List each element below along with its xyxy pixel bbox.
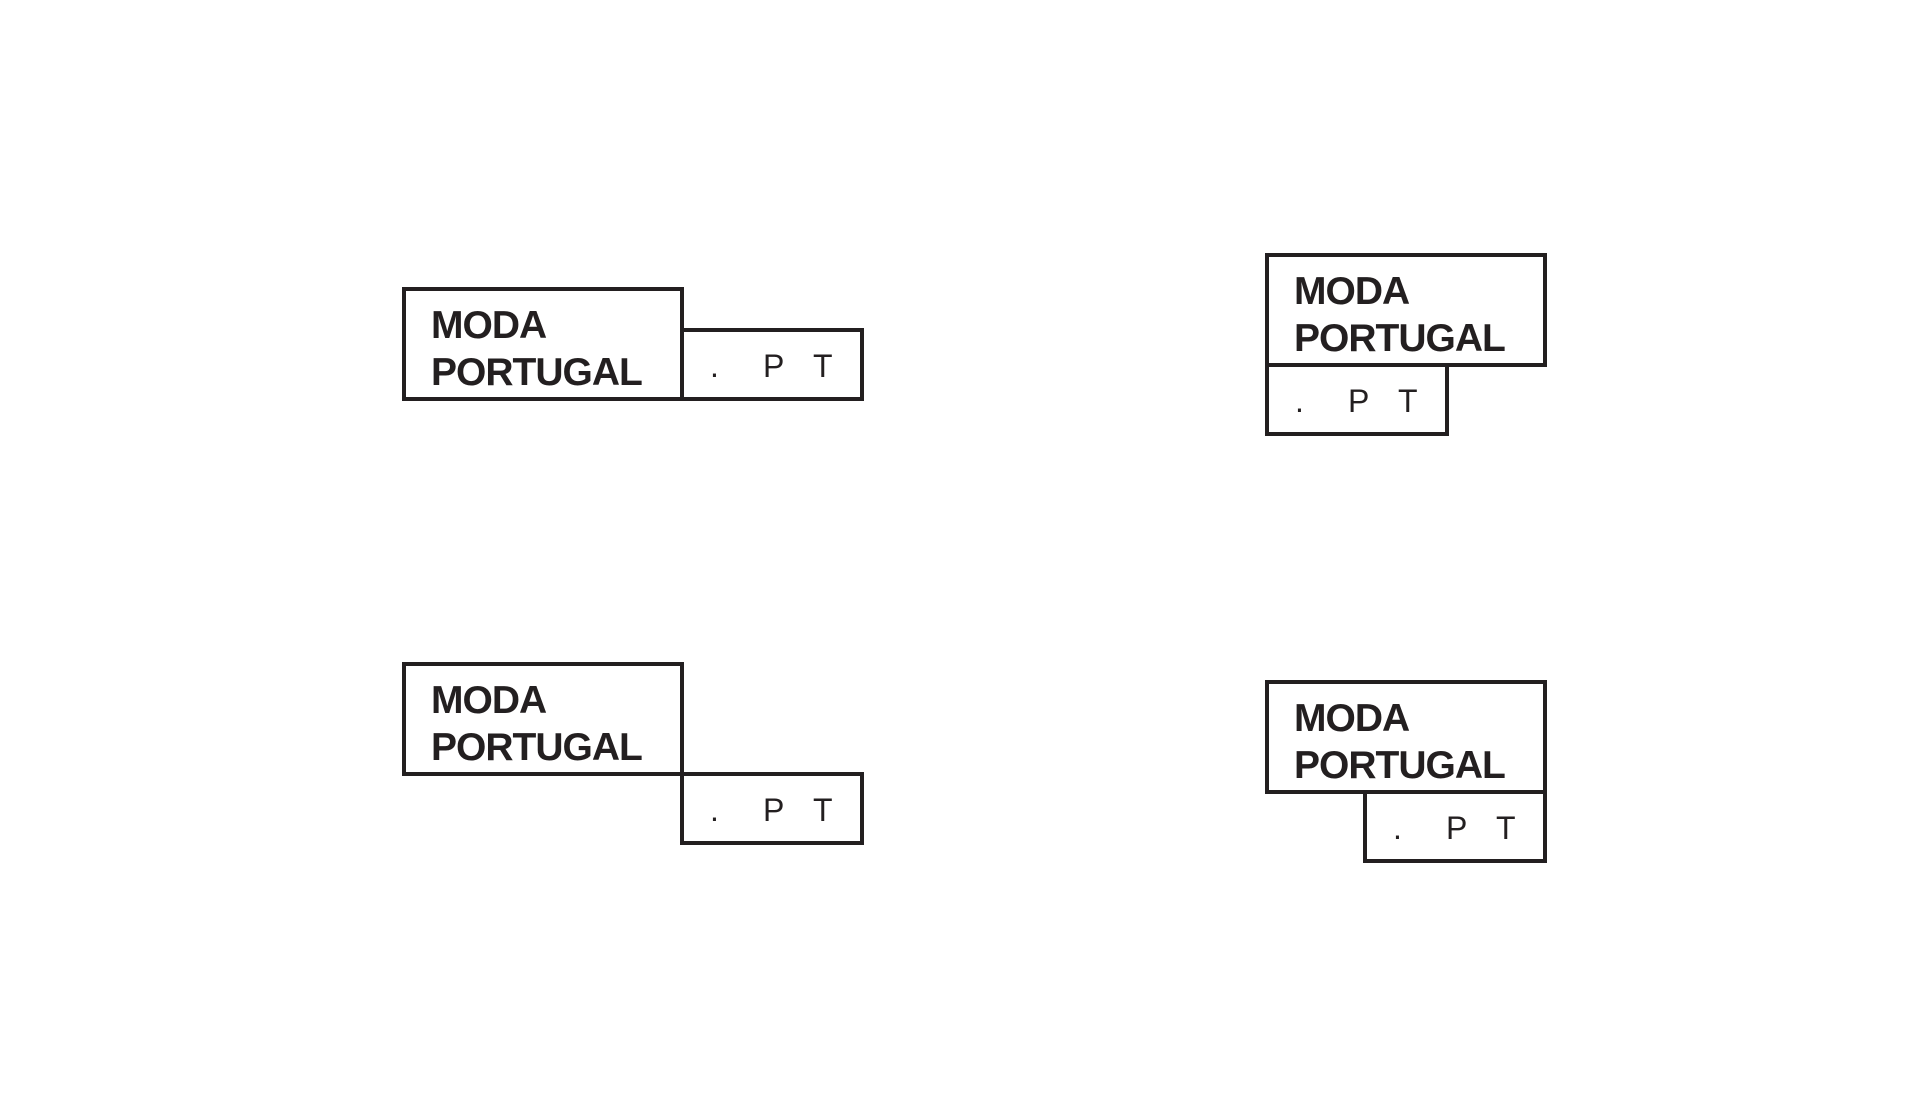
domain-letter-p: P [763, 348, 785, 384]
brand-word-moda: MODA [1294, 270, 1410, 313]
brand-word-portugal: PORTUGAL [1294, 317, 1506, 360]
domain-box: . P T [1265, 363, 1449, 436]
domain-letter-p: P [763, 792, 785, 828]
domain-letter-t: T [813, 348, 833, 384]
brand-word-portugal: PORTUGAL [431, 726, 643, 769]
brand-word-portugal: PORTUGAL [1294, 744, 1506, 787]
domain-letter-p: P [1348, 383, 1370, 419]
domain-letter-t: T [1398, 383, 1418, 419]
domain-dot: . [710, 348, 719, 384]
brand-word-moda: MODA [431, 679, 547, 722]
logo-variant-diagonal: MODA PORTUGAL . P T [402, 662, 868, 848]
domain-letter-p: P [1446, 810, 1468, 846]
logo-variant-right-inline: MODA PORTUGAL . P T [402, 287, 868, 403]
brand-box: MODA PORTUGAL [402, 287, 684, 401]
domain-box: . P T [680, 328, 864, 401]
domain-dot: . [1295, 383, 1304, 419]
brand-box: MODA PORTUGAL [1265, 253, 1547, 367]
brand-word-portugal: PORTUGAL [431, 351, 643, 394]
domain-box: . P T [1363, 790, 1547, 863]
brand-box: MODA PORTUGAL [402, 662, 684, 776]
brand-word-moda: MODA [431, 304, 547, 347]
brand-word-moda: MODA [1294, 697, 1410, 740]
brand-box: MODA PORTUGAL [1265, 680, 1547, 794]
domain-letter-t: T [1496, 810, 1516, 846]
domain-letter-t: T [813, 792, 833, 828]
logo-variant-below-left: MODA PORTUGAL . P T [1265, 253, 1551, 439]
domain-dot: . [1393, 810, 1402, 846]
domain-dot: . [710, 792, 719, 828]
domain-box: . P T [680, 772, 864, 845]
logo-variant-below-right: MODA PORTUGAL . P T [1265, 680, 1551, 866]
